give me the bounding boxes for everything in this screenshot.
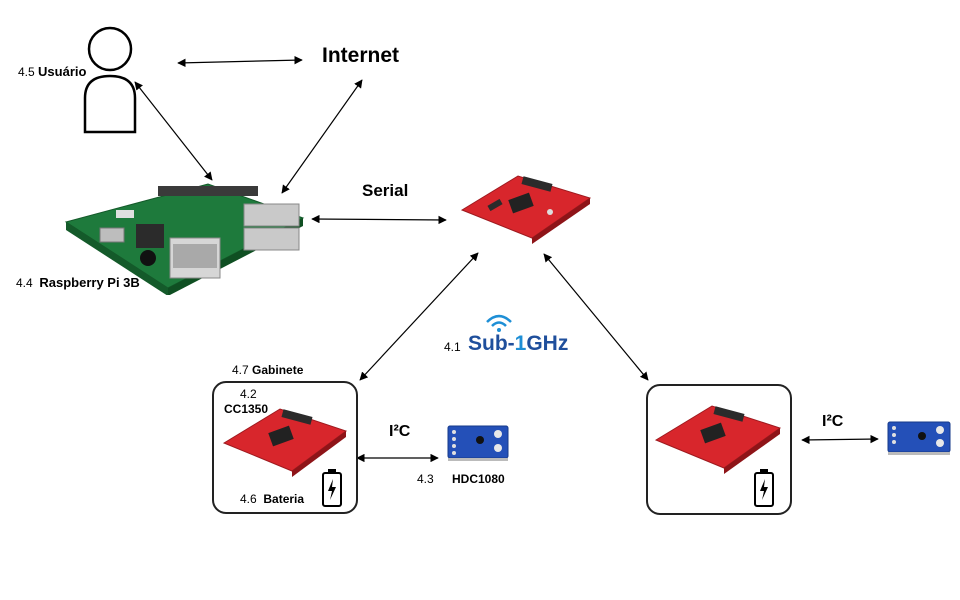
hdc1080-sensor-right-image: [887, 421, 951, 455]
user-label: 4.5 Usuário: [18, 64, 87, 79]
raspberry-label: 4.4 Raspberry Pi 3B: [16, 275, 140, 290]
sub1ghz-logo: Sub-1GHz: [468, 332, 569, 355]
arrow-serial: [311, 214, 447, 225]
arrow-user-internet: [177, 55, 303, 68]
cc1350-sensor-board-image: [222, 408, 348, 477]
battery-icon: [322, 469, 342, 507]
bateria-label: 4.6 Bateria: [240, 492, 305, 506]
arrow-i2c-right: [801, 434, 879, 445]
hdc1080-sensor-image: [447, 425, 509, 461]
hdc1080-num: 4.3: [417, 472, 434, 486]
wifi-signal-icon: [486, 314, 512, 332]
sub1ghz-num: 4.1: [444, 340, 461, 354]
raspberry-pi-board-image: [64, 183, 305, 295]
internet-label: Internet: [322, 44, 400, 67]
gabinete-label: 4.7 Gabinete: [232, 363, 304, 377]
serial-label: Serial: [362, 181, 409, 200]
i2c-right-label: I²C: [822, 413, 844, 430]
cc1350-gateway-board-image: [460, 175, 592, 244]
arrow-internet-raspberry: [281, 79, 363, 194]
arrow-user-raspberry: [134, 81, 213, 181]
battery-right-icon: [754, 469, 774, 507]
cc1350-num: 4.2: [240, 387, 257, 401]
arrow-rf-left: [359, 252, 479, 381]
i2c-left-label: I²C: [389, 423, 411, 440]
hdc1080-label: HDC1080: [452, 472, 505, 486]
user-icon: [83, 26, 137, 134]
cc1350-sensor-board-right-image: [654, 405, 782, 474]
arrow-rf-right: [543, 253, 649, 381]
cc1350-label: CC1350: [224, 402, 269, 416]
